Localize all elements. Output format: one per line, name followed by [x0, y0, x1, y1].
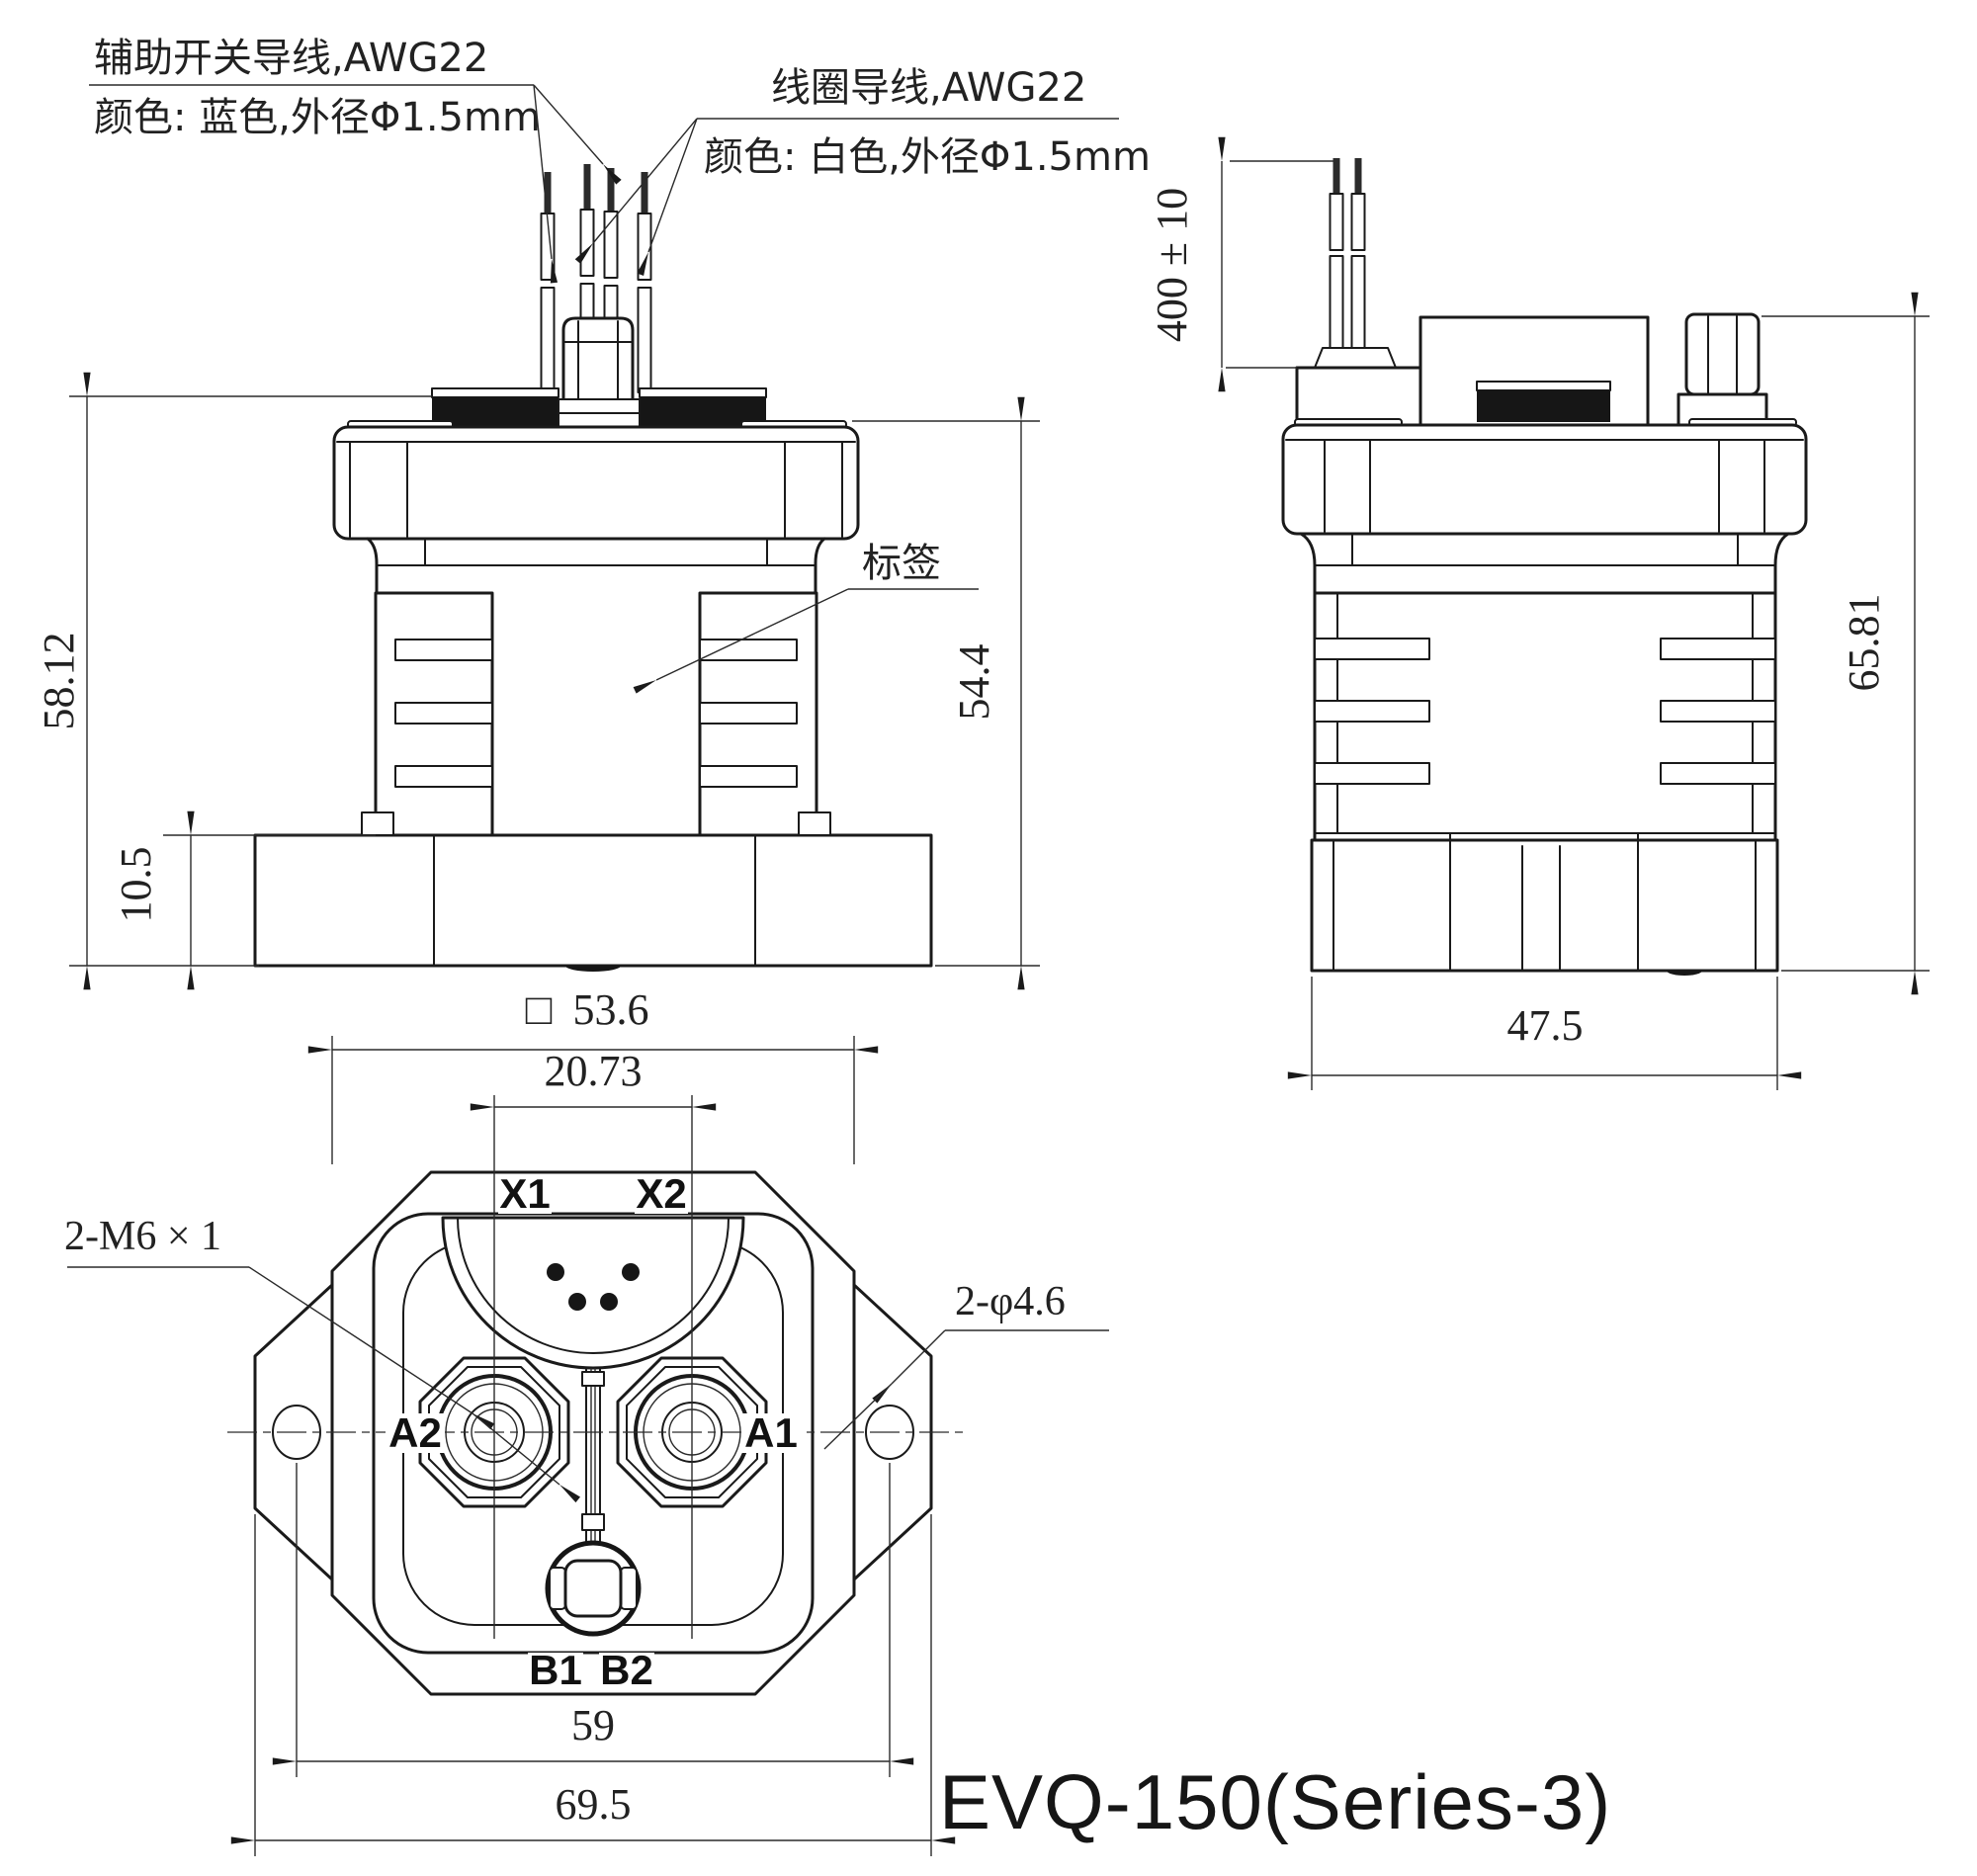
dim-54-4: 54.4 [950, 644, 998, 721]
coil-wire-label-line2: 颜色: 白色,外径Φ1.5mm [704, 134, 1151, 180]
label-a2: A2 [388, 1409, 442, 1456]
side-top-flange [1281, 418, 1808, 536]
base-flange [253, 811, 933, 972]
dim-pin-spacing: 20.73 [470, 1047, 717, 1111]
dim-side-width: 47.5 [1287, 977, 1802, 1090]
dim-front-total-height: 58.12 [35, 372, 432, 990]
dim-bottom-square: □ 53.6 [307, 985, 879, 1164]
dim-wire-length: 400 ± 10 [1148, 136, 1334, 392]
dim-400-10: 400 ± 10 [1148, 188, 1196, 342]
callout-2-m6: 2-M6 × 1 [64, 1214, 221, 1259]
dim-front-base-height: 10.5 [112, 810, 376, 990]
label-a1: A1 [744, 1409, 798, 1456]
dim-front-body-height: 54.4 [852, 396, 1040, 990]
front-view: 58.12 10.5 54.4 标签 辅助开关导线,AWG22 颜色: 蓝色,外… [35, 36, 1151, 990]
coil-wire-label-line1: 线圈导线,AWG22 [771, 65, 1086, 111]
thread-callout: 2-M6 × 1 [64, 1214, 581, 1503]
hole-callout: 2-φ4.6 [823, 1279, 1109, 1450]
dim-47-5: 47.5 [1507, 1001, 1584, 1050]
top-flange [332, 420, 860, 541]
dim-hole-spacing: 59 [272, 1463, 914, 1777]
label-b1: B1 [529, 1647, 582, 1693]
dim-10-5: 10.5 [112, 847, 160, 923]
aux-wire-callout: 辅助开关导线,AWG22 颜色: 蓝色,外径Φ1.5mm [89, 36, 622, 284]
center-channel [581, 1367, 605, 1543]
label-b2: B2 [600, 1647, 653, 1693]
terminal-b [545, 1540, 642, 1637]
side-base [1310, 832, 1779, 976]
side-wires [1314, 158, 1397, 369]
dim-69-5: 69.5 [556, 1780, 632, 1829]
neck [366, 537, 826, 595]
body-columns [374, 591, 818, 837]
dim-20-73: 20.73 [545, 1047, 643, 1095]
coil-wire-callout: 线圈导线,AWG22 颜色: 白色,外径Φ1.5mm [574, 65, 1151, 276]
side-top-profile [1295, 312, 1768, 427]
drawing-title: EVQ-150(Series-3) [939, 1758, 1611, 1845]
sticker-callout: 标签 [633, 541, 979, 694]
side-body [1299, 532, 1790, 842]
dim-square-symbol: □ [526, 985, 553, 1034]
aux-wire-label-line1: 辅助开关导线,AWG22 [94, 36, 488, 81]
label-x2: X2 [636, 1170, 686, 1217]
title-block: EVQ-150(Series-3) [939, 1758, 1611, 1845]
dim-53-6: 53.6 [573, 985, 649, 1034]
side-view: 400 ± 10 65.81 47.5 [1148, 136, 1930, 1090]
inner-square [372, 1212, 815, 1655]
top-seal-blocks [431, 387, 767, 428]
terminal-labels: X1 X2 A2 A1 B1 B2 [386, 1170, 801, 1693]
callout-2-phi46: 2-φ4.6 [955, 1279, 1066, 1324]
bottom-view: X1 X2 A2 A1 B1 B2 □ 53.6 20.73 59 [64, 985, 1109, 1856]
bottom-outline [330, 1170, 856, 1696]
sticker-label: 标签 [862, 541, 941, 586]
dim-overall-width: 69.5 [230, 1514, 956, 1856]
aux-wire-label-line2: 颜色: 蓝色,外径Φ1.5mm [94, 95, 541, 140]
dim-65-81: 65.81 [1840, 594, 1888, 692]
coil-connector-pocket [441, 1216, 745, 1370]
label-x1: X1 [499, 1170, 550, 1217]
dim-59: 59 [571, 1701, 615, 1749]
dim-58-12: 58.12 [35, 633, 83, 730]
dim-side-total-height: 65.81 [1762, 292, 1930, 995]
